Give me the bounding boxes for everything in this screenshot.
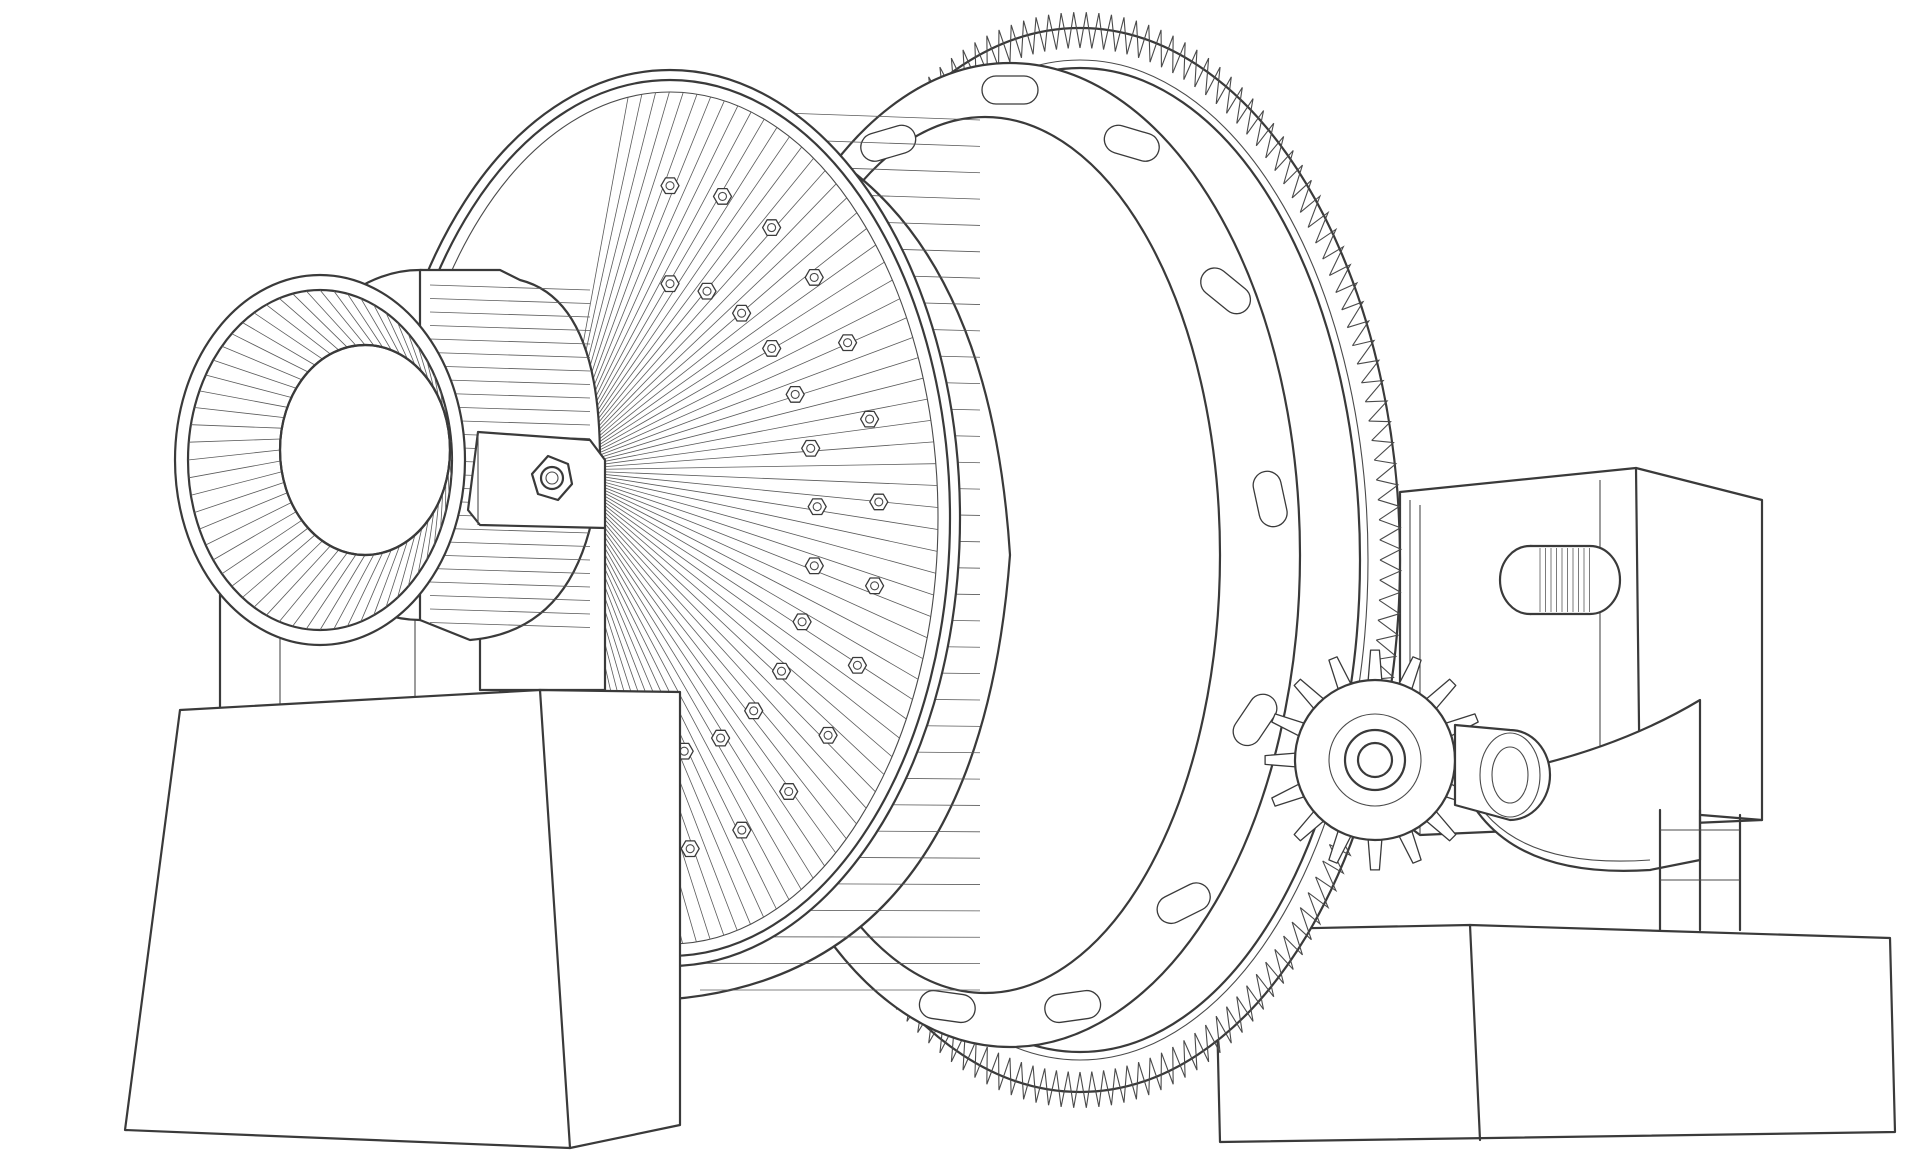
- head-bolt: [762, 339, 782, 357]
- head-bolt: [801, 439, 821, 457]
- head-bolt: [771, 662, 792, 680]
- left-foundation-block: [123, 688, 682, 1150]
- trunnion: [173, 268, 602, 647]
- head-bolt: [660, 177, 680, 195]
- right-foundation-block: [1213, 923, 1897, 1144]
- head-bolt: [847, 656, 868, 674]
- bearing-cap: [466, 430, 607, 530]
- head-bolt: [859, 410, 880, 428]
- head-bolt: [837, 334, 858, 352]
- head-bolt: [660, 275, 680, 293]
- motor-stand: [1658, 808, 1742, 932]
- head-bolt: [697, 282, 717, 300]
- head-bolt: [680, 840, 700, 858]
- head-bolt: [732, 821, 752, 839]
- gearbox-shaft: [1498, 544, 1622, 616]
- head-bolt: [744, 702, 764, 720]
- pinion-gear: [1264, 649, 1552, 871]
- hex-nut: [530, 454, 574, 502]
- head-bolt: [804, 557, 824, 575]
- head-bolt: [731, 304, 752, 322]
- head-bolt: [807, 498, 827, 516]
- head-bolt: [804, 268, 824, 286]
- head-bolt: [864, 577, 885, 595]
- head-bolt: [869, 493, 889, 511]
- head-bolt: [761, 219, 782, 237]
- head-bolt: [779, 783, 799, 800]
- head-bolt: [792, 613, 812, 631]
- head-bolt: [818, 726, 838, 744]
- head-bolt: [712, 187, 733, 205]
- head-bolt: [710, 729, 731, 747]
- head-bolt: [785, 385, 805, 403]
